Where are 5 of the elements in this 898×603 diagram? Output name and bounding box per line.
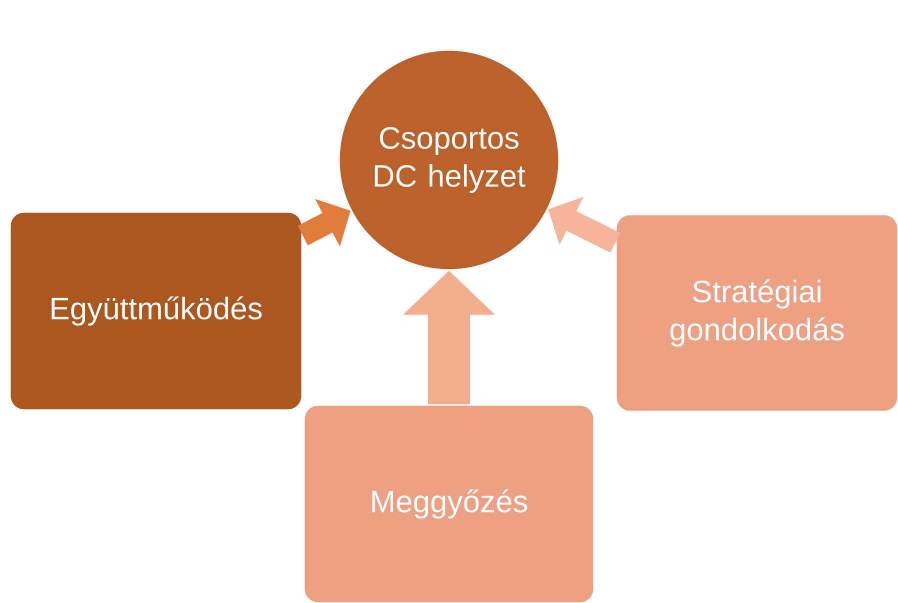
circle-node: Csoportos DC helyzet <box>338 49 560 271</box>
rounded-box: Stratégiai gondolkodás <box>615 214 898 412</box>
rounded-box: Együttműködés <box>9 211 303 411</box>
block-arrow <box>403 270 495 404</box>
rounded-box: Meggyőzés <box>303 404 595 603</box>
